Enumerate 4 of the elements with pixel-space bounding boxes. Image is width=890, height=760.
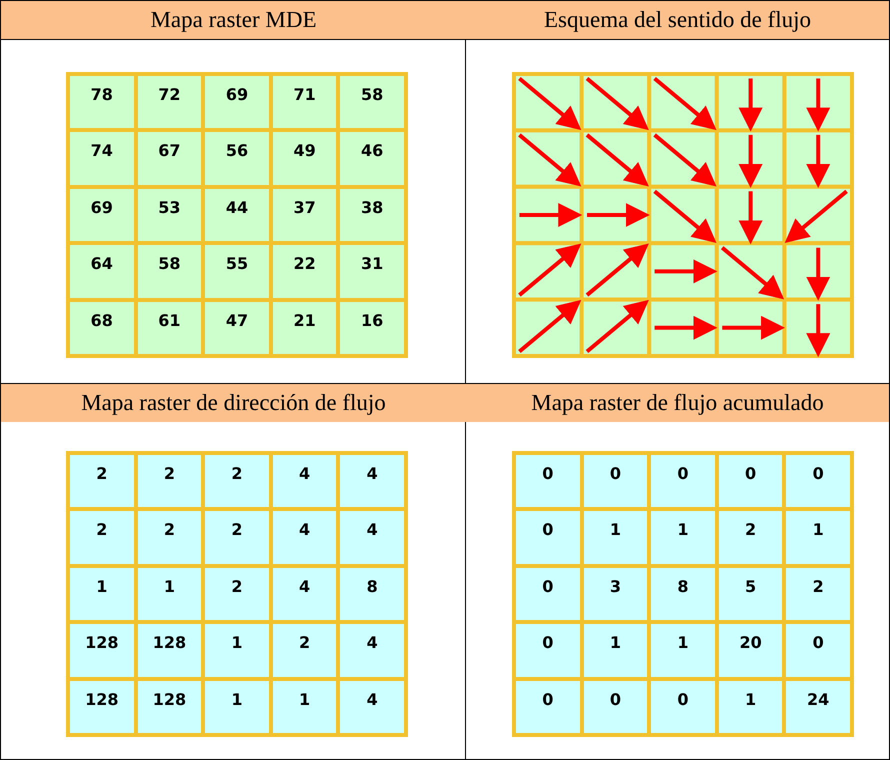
panel-heading: Mapa raster de flujo acumulado — [466, 384, 889, 422]
panel-heading: Mapa raster MDE — [1, 1, 466, 39]
panel-heading: Mapa raster de dirección de flujo — [1, 384, 466, 422]
panel-heading: Esquema del sentido de flujo — [466, 1, 889, 39]
